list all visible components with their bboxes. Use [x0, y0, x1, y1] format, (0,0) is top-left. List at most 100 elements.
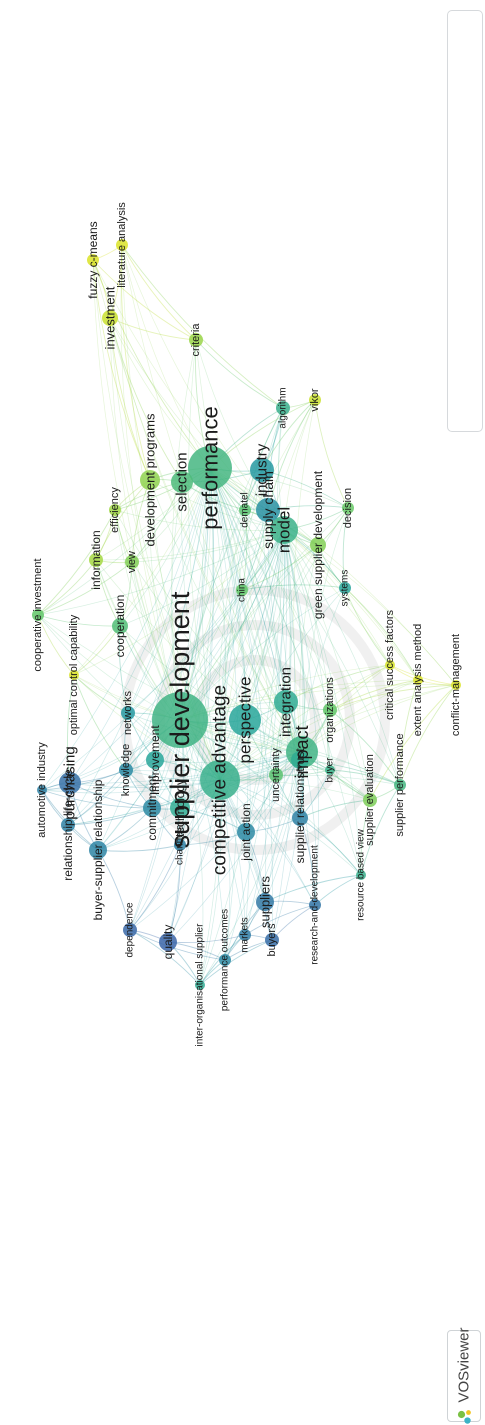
- co-occurrence-link: [179, 467, 215, 846]
- co-occurrence-link: [267, 509, 303, 753]
- co-occurrence-link: [167, 779, 221, 943]
- keyword-node: [87, 254, 99, 266]
- co-occurrence-link: [344, 587, 391, 666]
- co-occurrence-link: [283, 529, 401, 786]
- co-occurrence-link: [73, 674, 221, 781]
- keyword-label: supplier development: [165, 591, 195, 848]
- co-occurrence-link: [329, 709, 401, 786]
- keyword-label: quality: [161, 925, 175, 960]
- co-occurrence-link: [209, 467, 273, 941]
- co-occurrence-link: [219, 509, 269, 781]
- co-occurrence-link: [95, 559, 303, 753]
- keyword-label: dematel: [240, 492, 251, 528]
- watermark-ornament: [120, 585, 390, 855]
- co-occurrence-link: [179, 719, 362, 876]
- co-occurrence-link: [267, 399, 316, 511]
- co-occurrence-link: [209, 467, 267, 903]
- co-occurrence-link: [129, 751, 303, 931]
- keyword-label: relationship life-cycle: [61, 769, 75, 881]
- co-occurrence-link: [283, 529, 331, 711]
- keyword-node: [239, 504, 251, 516]
- co-occurrence-link: [41, 789, 153, 809]
- co-occurrence-link: [219, 544, 319, 781]
- co-occurrence-link: [283, 529, 306, 819]
- co-occurrence-link: [244, 751, 303, 936]
- keyword-label: buyer-supplier relationship: [91, 779, 105, 920]
- keyword-label: systems: [340, 570, 351, 607]
- co-occurrence-link: [119, 529, 285, 627]
- co-occurrence-link: [245, 529, 285, 833]
- keyword-node: [236, 584, 248, 596]
- legend-panel: [447, 10, 483, 432]
- co-occurrence-link: [209, 467, 301, 819]
- co-occurrence-link: [69, 751, 303, 784]
- co-occurrence-link: [209, 467, 371, 801]
- keyword-label: information: [89, 530, 103, 589]
- keyword-node: [219, 954, 231, 966]
- co-occurrence-link: [179, 467, 212, 721]
- keyword-label: algorithm: [278, 387, 289, 428]
- co-occurrence-link: [120, 244, 151, 481]
- keyword-node: [256, 893, 274, 911]
- keyword-node: [270, 516, 298, 544]
- co-occurrence-link: [154, 751, 303, 763]
- co-occurrence-link: [151, 467, 211, 809]
- co-occurrence-link: [244, 529, 287, 936]
- co-occurrence-link: [149, 479, 221, 781]
- co-occurrence-link: [219, 679, 419, 781]
- keyword-node: [342, 502, 354, 514]
- co-occurrence-link: [127, 467, 211, 714]
- co-occurrence-link: [92, 259, 151, 481]
- co-occurrence-link: [224, 529, 285, 961]
- keyword-label: perspective: [236, 677, 255, 764]
- keyword-node: [274, 690, 298, 714]
- keyword-label: competitive advantage: [210, 685, 231, 875]
- co-occurrence-link: [301, 587, 346, 753]
- keyword-node: [89, 553, 103, 567]
- co-occurrence-link: [167, 844, 181, 943]
- keyword-label: resource based view: [356, 828, 367, 920]
- co-occurrence-link: [129, 844, 181, 931]
- co-occurrence-link: [73, 674, 129, 714]
- co-occurrence-link: [283, 529, 362, 876]
- co-occurrence-link: [109, 317, 181, 721]
- keyword-node: [121, 706, 135, 720]
- co-occurrence-link: [129, 529, 285, 931]
- keyword-label: supplier relations: [293, 773, 307, 864]
- co-occurrence-link: [179, 719, 226, 961]
- co-occurrence-link: [314, 874, 362, 906]
- co-occurrence-link: [125, 467, 211, 771]
- co-occurrence-link: [149, 479, 181, 721]
- keyword-node: [59, 772, 81, 794]
- co-occurrence-link: [219, 507, 349, 781]
- co-occurrence-link: [283, 529, 305, 753]
- co-occurrence-link: [299, 817, 316, 906]
- co-occurrence-link: [167, 934, 246, 944]
- keyword-label: fuzzy c-means: [86, 221, 100, 298]
- co-occurrence-link: [171, 481, 183, 721]
- co-occurrence-link: [344, 587, 419, 681]
- keyword-label: suppliers: [258, 875, 273, 928]
- co-occurrence-link: [131, 561, 303, 753]
- co-occurrence-link: [97, 467, 211, 851]
- co-occurrence-link: [179, 529, 285, 809]
- keyword-node: [125, 555, 139, 569]
- co-occurrence-link: [95, 559, 221, 781]
- co-occurrence-link: [264, 529, 292, 903]
- keyword-node: [385, 660, 395, 670]
- keyword-node: [32, 609, 44, 621]
- keyword-node: [69, 670, 79, 680]
- keyword-label: channels: [175, 825, 186, 865]
- keyword-node: [159, 933, 177, 951]
- co-occurrence-link: [217, 509, 246, 781]
- keyword-node: [102, 310, 118, 326]
- keyword-node: [291, 751, 309, 769]
- co-occurrence-link: [283, 529, 319, 906]
- keyword-label: extent analysis method: [412, 624, 424, 737]
- keyword-node: [189, 333, 203, 347]
- co-occurrence-link: [199, 939, 273, 986]
- keyword-node: [89, 841, 107, 859]
- co-occurrence-link: [121, 244, 303, 753]
- co-occurrence-link: [360, 799, 371, 876]
- co-occurrence-link: [188, 339, 221, 781]
